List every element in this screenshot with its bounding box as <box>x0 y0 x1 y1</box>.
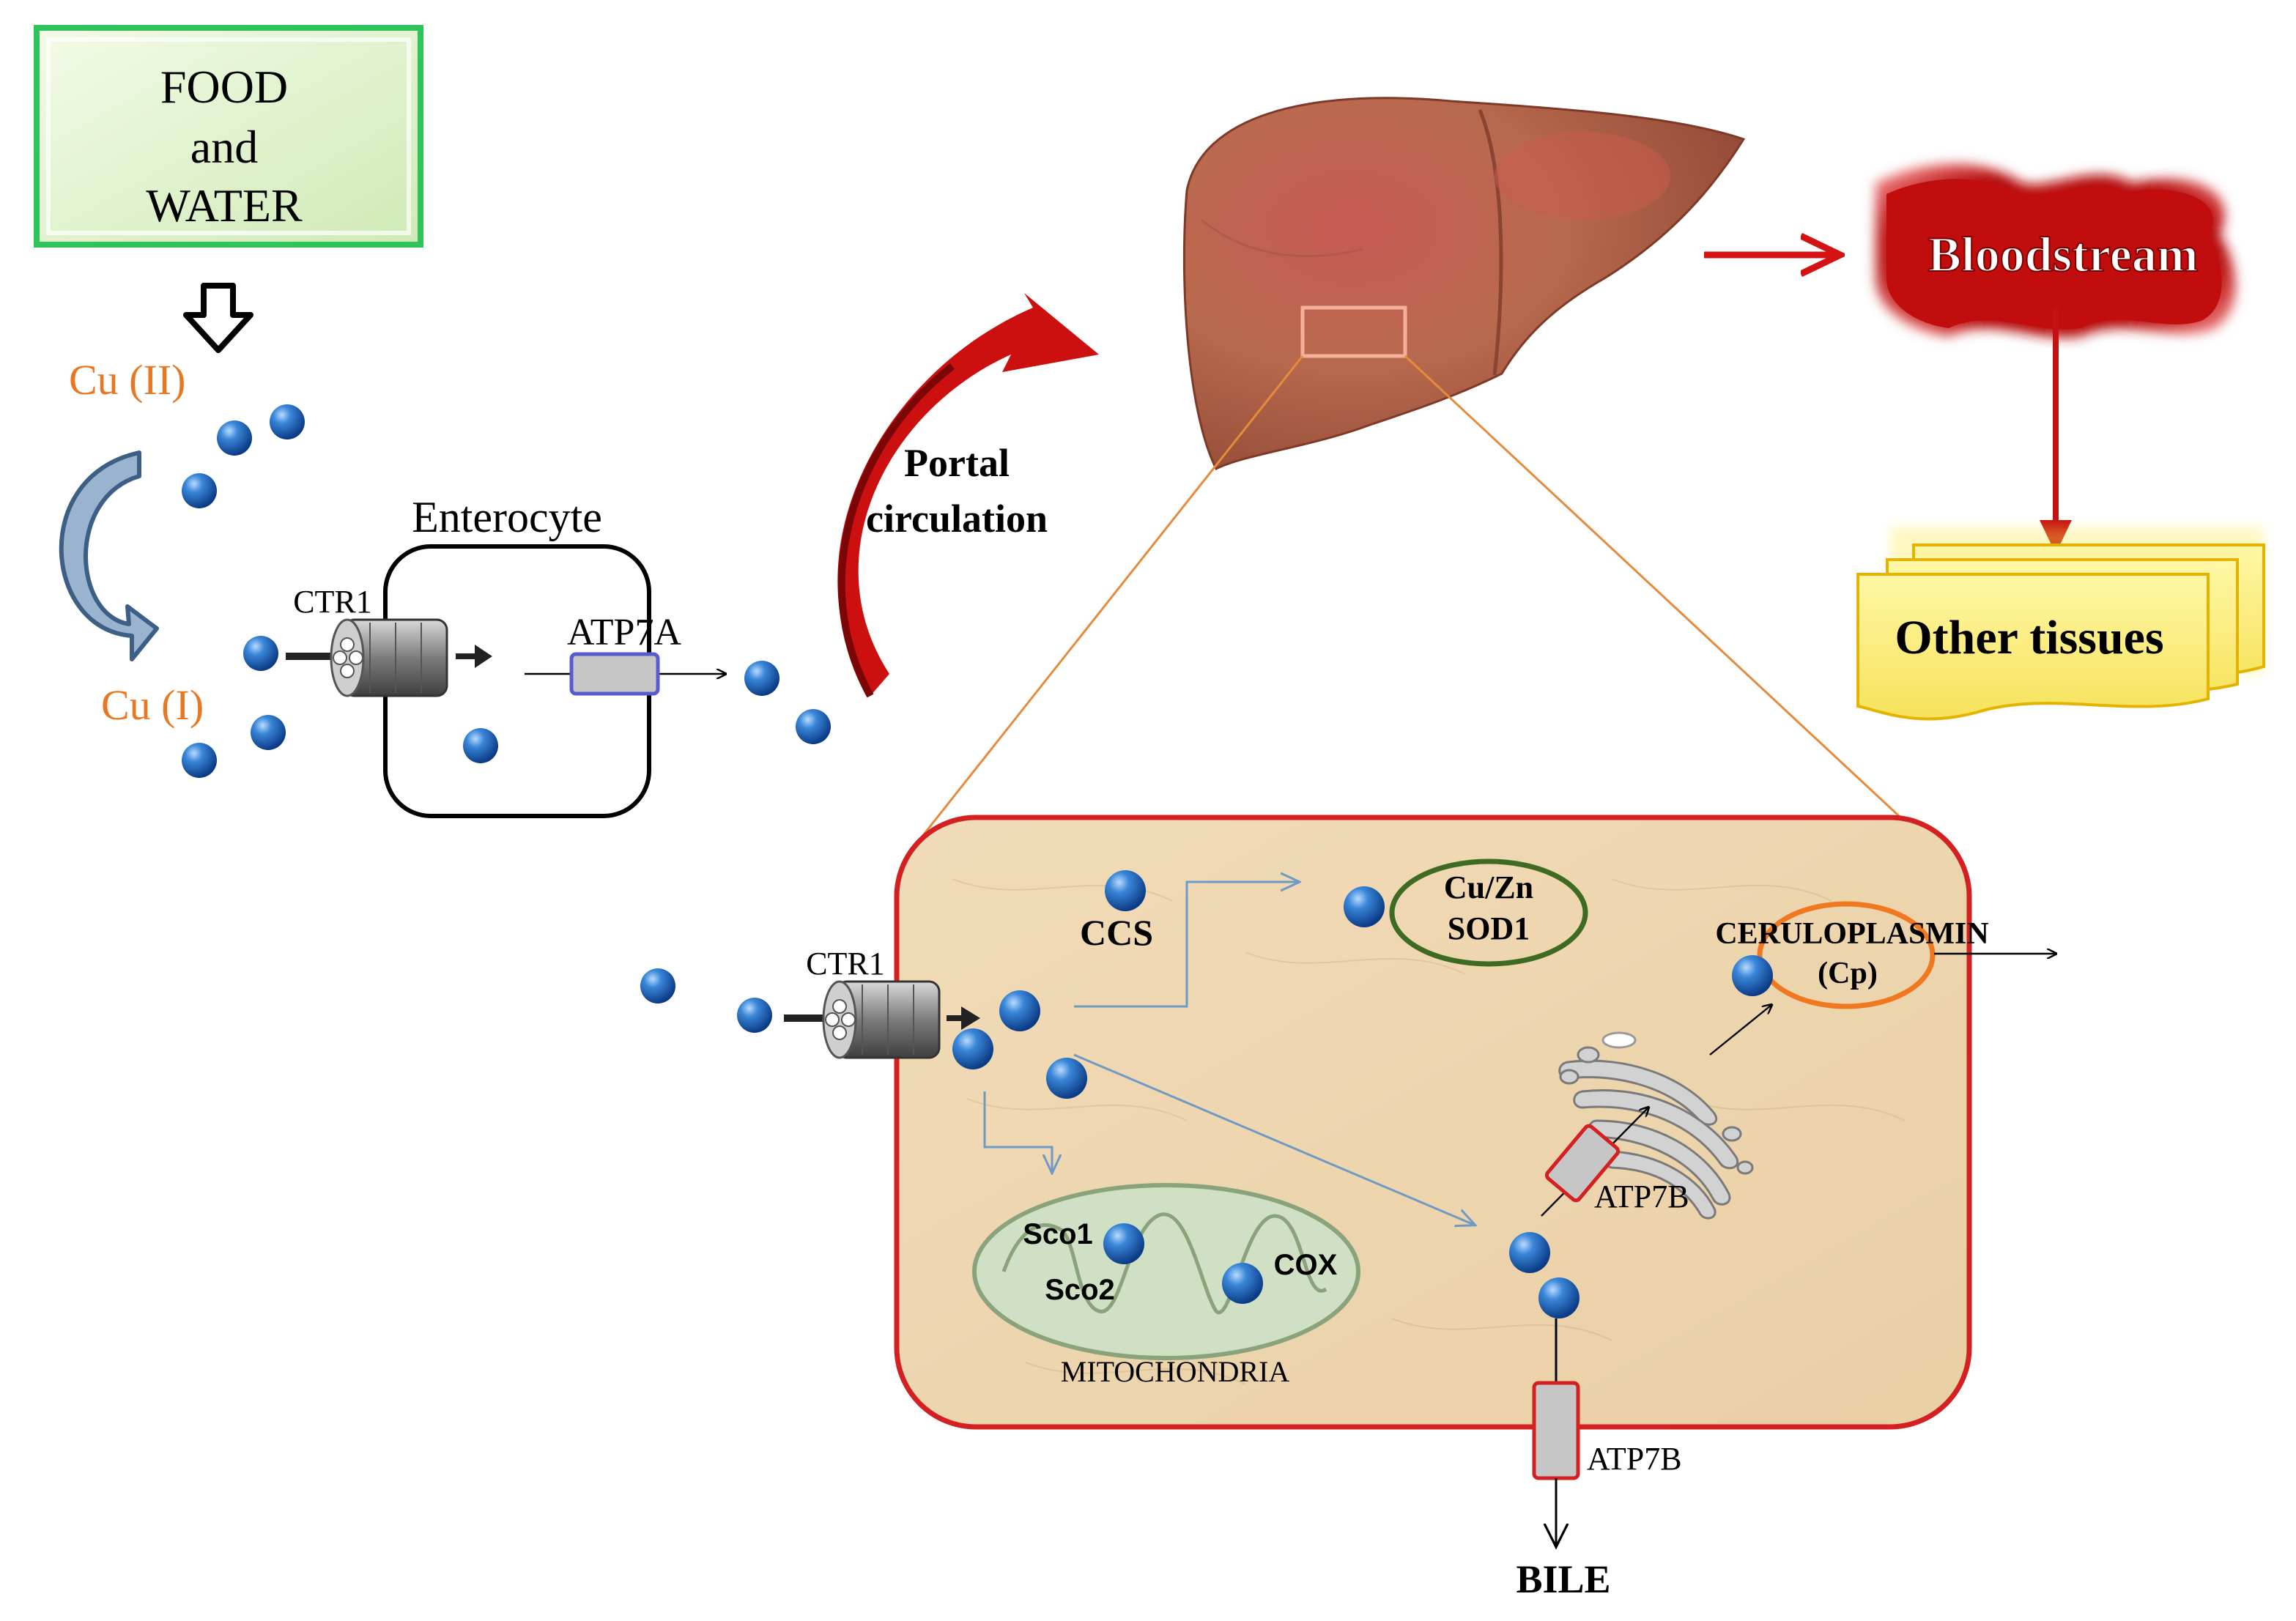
food-label: FOOD <box>160 61 288 113</box>
portal-label: Portal <box>904 441 1010 485</box>
liver-illustration <box>911 97 1921 849</box>
copper-ion <box>999 990 1040 1031</box>
atp7a-label: ATP7A <box>567 612 681 653</box>
enterocyte-title: Enterocyte <box>412 493 602 541</box>
sod1-line1: Cu/Zn <box>1444 869 1533 905</box>
copper-ion <box>1222 1263 1263 1304</box>
copper-ion <box>217 420 252 456</box>
copper-ions <box>182 404 1773 1318</box>
cp-label: (Cp) <box>1818 957 1878 990</box>
copper-ion <box>182 473 217 508</box>
other-tissues-label: Other tissues <box>1895 611 2163 664</box>
water-label: WATER <box>146 179 303 231</box>
atp7b-membrane-label: ATP7B <box>1587 1441 1682 1477</box>
copper-pathway-arrows <box>983 882 1474 1225</box>
enterocyte-ctr1-label: CTR1 <box>293 584 372 620</box>
copper-ion <box>1103 1223 1144 1264</box>
enterocyte-cell: Enterocyte CTR1 ATP7A <box>293 493 681 818</box>
atp7b-membrane-transporter: ATP7B BILE <box>1516 1318 1682 1601</box>
bloodstream-label: Bloodstream <box>1928 226 2199 282</box>
copper-ion <box>737 998 772 1033</box>
sod1-enzyme: Cu/Zn SOD1 <box>1389 858 1588 967</box>
copper-ion <box>952 1028 993 1069</box>
hollow-down-arrow-icon <box>183 283 253 353</box>
portal-circulation-arrow-icon <box>837 293 1099 698</box>
circulation-label: circulation <box>866 497 1048 541</box>
mitochondria: Sco1 Sco2 COX MITOCHONDRIA <box>972 1183 1360 1388</box>
copper-ion <box>463 728 498 763</box>
copper-ion <box>251 715 286 750</box>
ctr1-channel-hepatocyte: CTR1 <box>784 946 980 1059</box>
sco1-label: Sco1 <box>1023 1218 1093 1250</box>
other-tissues-shape: Other tissues <box>1856 527 2265 721</box>
atp7a-transporter <box>525 652 725 696</box>
copper-ion <box>182 743 217 778</box>
bile-label: BILE <box>1516 1557 1610 1601</box>
reduction-arrow-icon <box>59 450 159 661</box>
copper-ion <box>640 968 675 1004</box>
copper-ion <box>1046 1058 1087 1099</box>
food-and-water-box: FOOD and WATER <box>34 25 423 248</box>
and-label: and <box>190 121 258 173</box>
cox-label: COX <box>1274 1249 1338 1281</box>
sod1-line2: SOD1 <box>1448 910 1530 946</box>
cu2-label: Cu (II) <box>69 356 185 404</box>
ccs-label: CCS <box>1080 912 1153 953</box>
copper-ion <box>1538 1277 1580 1318</box>
ceruloplasmin-label: CERULOPLASMIN <box>1715 917 1988 951</box>
copper-ion <box>1344 886 1385 927</box>
copper-ion <box>1105 870 1146 911</box>
ctr1-channel-enterocyte <box>286 618 492 697</box>
copper-ion <box>796 709 831 744</box>
atp7b-golgi-transporter: ATP7B <box>1541 1005 1771 1217</box>
sco2-label: Sco2 <box>1045 1274 1115 1306</box>
copper-ion <box>1509 1232 1550 1273</box>
copper-ion <box>270 404 305 439</box>
bloodstream-shape: Bloodstream <box>1875 163 2236 338</box>
liver-zoom-region <box>1300 305 1407 358</box>
atp7b-golgi-label: ATP7B <box>1594 1179 1689 1214</box>
hepatocyte-ctr1-label: CTR1 <box>806 946 885 982</box>
golgi-apparatus <box>1558 1031 1754 1220</box>
copper-ion <box>1732 955 1773 996</box>
cu1-label: Cu (I) <box>101 681 204 729</box>
copper-ion <box>744 661 779 696</box>
copper-ion <box>243 636 278 671</box>
mitochondria-label: MITOCHONDRIA <box>1061 1355 1290 1388</box>
ceruloplasmin: CERULOPLASMIN (Cp) <box>1715 901 2056 1009</box>
